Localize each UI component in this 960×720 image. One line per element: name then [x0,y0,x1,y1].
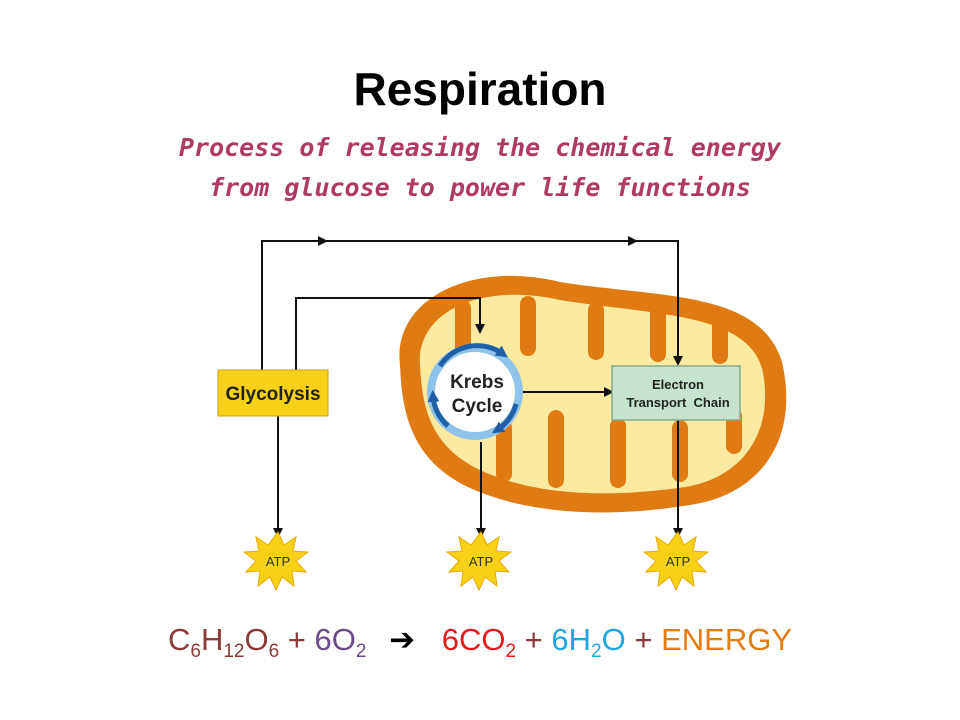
krebs-cycle-arrow-top [437,343,508,368]
water-formula: 6H2O [551,622,626,662]
plus-sign: + [524,622,543,657]
atp-label: ATP [666,554,690,569]
krebs-cycle-arrow-left [427,390,450,428]
respiration-equation: C6H12O6 + 6O2 ➔ 6CO2 + 6H2O + ENERGY [0,622,960,662]
etc-box: Electron Transport Chain [611,365,741,421]
atp-etc: ATP [642,531,710,592]
krebs-label-line-1: Krebs [450,372,504,393]
subtitle: Process of releasing the chemical energy… [0,128,960,208]
etc-label-line-1: Electron [652,377,704,392]
atp-label: ATP [266,554,290,569]
krebs-cycle-arrow-right [491,403,519,434]
glycolysis-box: Glycolysis [217,369,329,417]
arrow-glycolysis-to-krebs [295,297,485,370]
oxygen-formula: 6O2 [314,622,367,662]
subtitle-line-2: from glucose to power life functions [209,173,751,202]
krebs-label-line-2: Cycle [452,396,503,417]
plus-sign: + [634,622,653,657]
cristae [455,296,742,488]
etc-label-line-2: Transport Chain [626,395,729,410]
atp-label: ATP [469,554,493,569]
atp-glycolysis: ATP [242,531,310,592]
pathway-arrows [261,236,683,538]
atp-krebs: ATP [445,531,513,592]
subtitle-line-1: Process of releasing the chemical energy [178,133,782,162]
glucose-formula: C6H12O6 [167,622,280,662]
yields-arrow-icon: ➔ [389,622,416,658]
co2-formula: 6CO2 [441,622,517,662]
energy-label: ENERGY [661,622,793,657]
arrow-glycolysis-to-etc [261,240,683,370]
page-title: Respiration [353,63,607,115]
glycolysis-label: Glycolysis [225,384,320,405]
plus-sign: + [287,622,306,657]
krebs-cycle: Krebs Cycle [427,343,523,440]
